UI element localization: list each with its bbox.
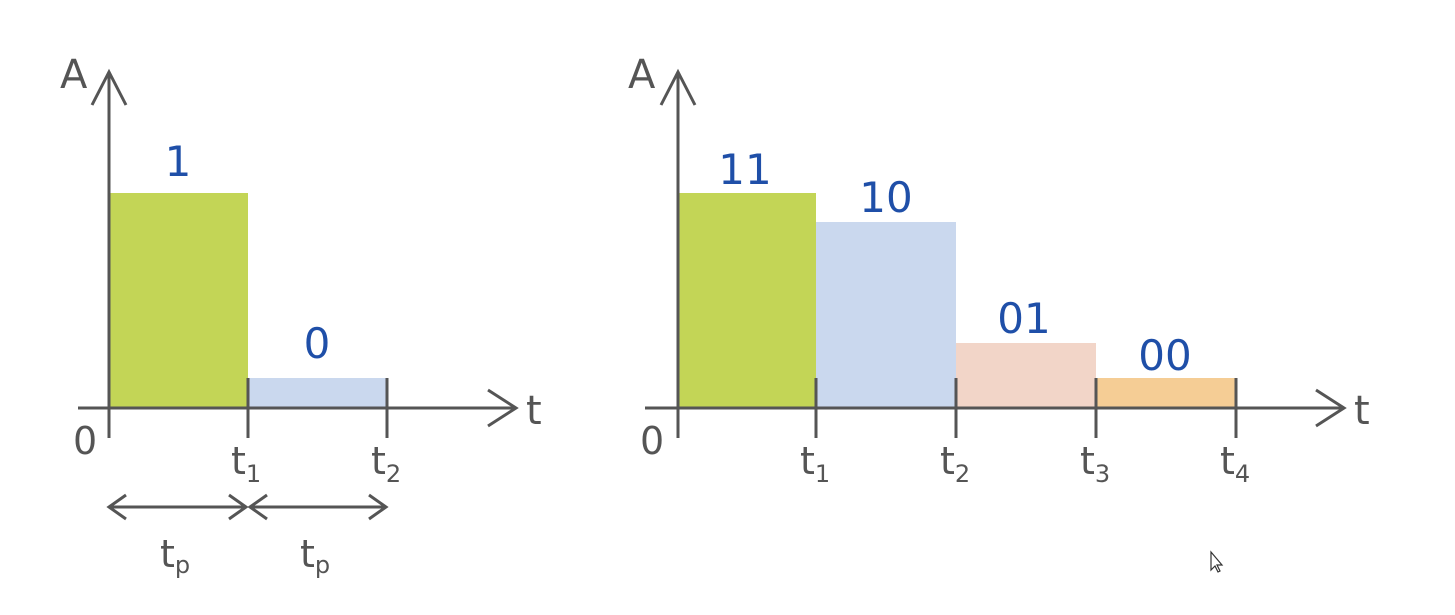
right-bar-label-01: 01 <box>997 294 1050 343</box>
right-origin-label: 0 <box>640 419 664 463</box>
right-y-axis-arrowhead <box>659 68 697 106</box>
right-x-axis-label: t <box>1354 388 1370 434</box>
right-bar-11 <box>678 193 816 408</box>
left-bar-0 <box>248 378 387 408</box>
right-bar-01 <box>956 343 1096 408</box>
right-tick-label-t4: t4 <box>1220 439 1250 488</box>
duration-arrow-2 <box>247 493 389 521</box>
right-diagram: A t 0 11 10 01 00 t1 t2 t3 t4 <box>628 52 1370 488</box>
left-bar-label-0: 0 <box>304 319 331 368</box>
duration-arrow-1 <box>106 493 249 521</box>
right-bar-label-10: 10 <box>859 173 912 222</box>
left-tick-label-t1: t1 <box>231 439 261 488</box>
right-x-axis-arrowhead <box>1315 388 1347 428</box>
mouse-cursor-icon <box>1210 550 1224 573</box>
right-bar-10 <box>816 222 956 408</box>
right-bar-00 <box>1096 378 1236 408</box>
left-x-axis-arrowhead <box>487 388 519 428</box>
right-bar-label-11: 11 <box>718 145 771 194</box>
left-x-axis-label: t <box>526 388 542 434</box>
left-bar-1 <box>109 193 248 408</box>
left-y-axis-arrowhead <box>90 68 128 106</box>
left-y-axis-label: A <box>60 52 88 98</box>
left-tick-label-t2: t2 <box>371 439 401 488</box>
duration-label-1: tp <box>160 532 190 579</box>
right-tick-label-t1: t1 <box>800 439 830 488</box>
right-tick-label-t3: t3 <box>1080 439 1110 488</box>
right-tick-label-t2: t2 <box>940 439 970 488</box>
left-origin-label: 0 <box>73 419 97 463</box>
right-bar-label-00: 00 <box>1138 331 1191 380</box>
left-bar-label-1: 1 <box>165 137 192 186</box>
right-y-axis-label: A <box>628 52 656 98</box>
duration-label-2: tp <box>300 532 330 579</box>
left-diagram: A t 0 1 0 t1 t2 tp tp <box>60 52 542 579</box>
